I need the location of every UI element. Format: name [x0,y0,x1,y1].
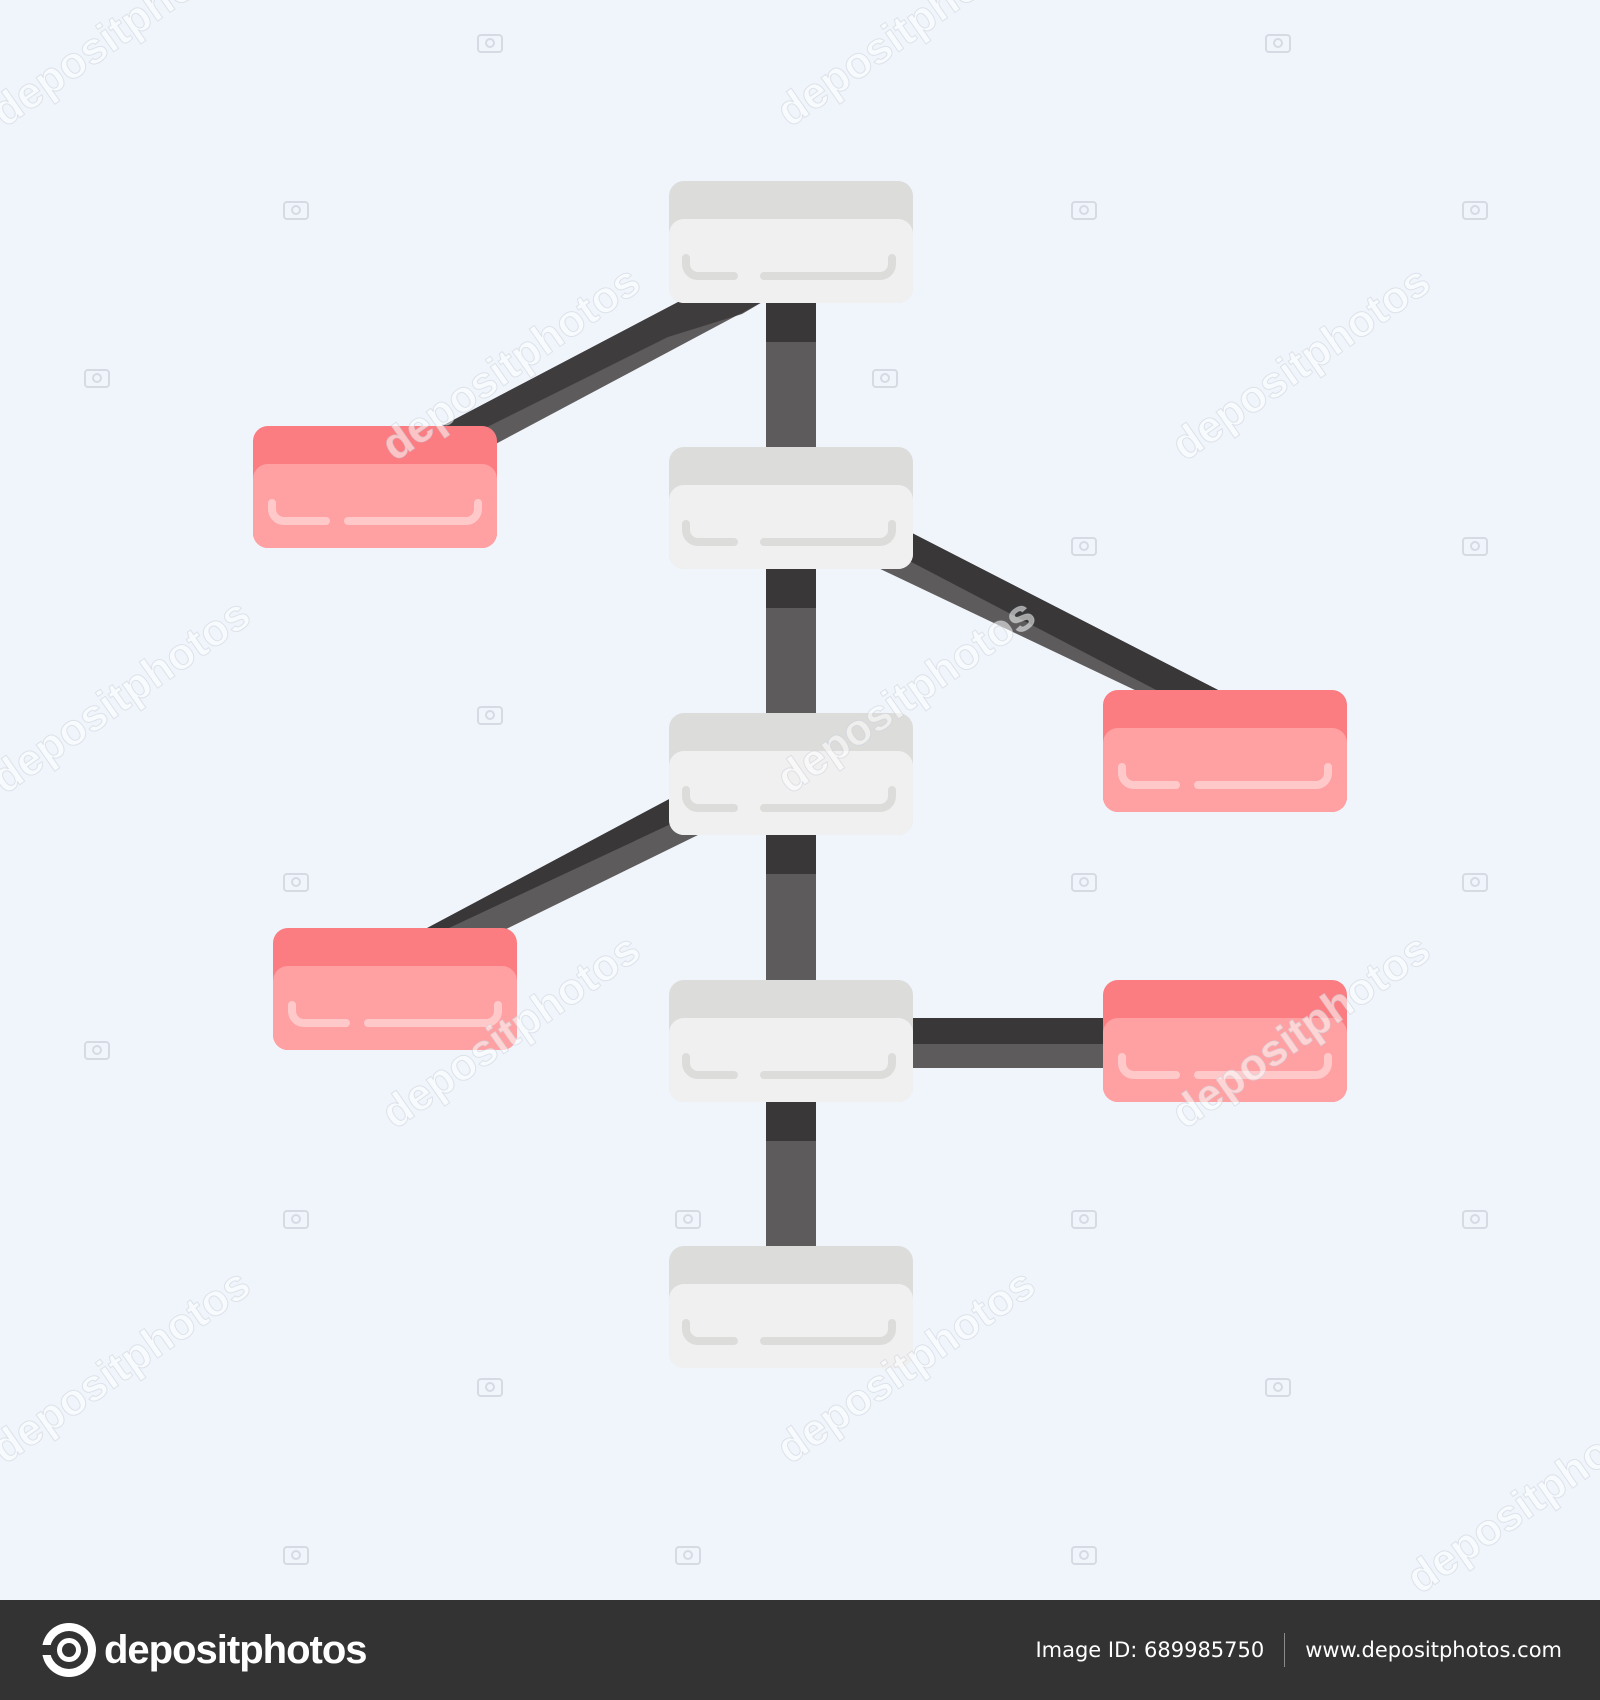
main-node [669,181,913,303]
footer-bar: depositphotos Image ID: 689985750 www.de… [0,1600,1600,1700]
flowchart-diagram: depositphotos depositphotos depositphoto… [0,0,1600,1600]
main-node [669,1246,913,1368]
watermark-text: depositphotos [1163,256,1439,470]
depositphotos-logo[interactable]: depositphotos [40,1620,368,1680]
watermark-text: depositphotos [0,589,259,803]
branch-node [1103,980,1347,1102]
main-node [669,447,913,569]
camera-logo-icon [42,1623,96,1677]
branch-connector-2 [872,532,1222,702]
branch-node [273,928,517,1050]
branch-node [1103,690,1347,812]
watermark-text: depositphotos [0,0,259,136]
watermark-text: depositphotos [0,1259,259,1473]
image-id: Image ID: 689985750 [1035,1638,1265,1662]
site-link[interactable]: www.depositphotos.com [1305,1638,1562,1662]
watermark-text: depositphotos [768,0,1044,136]
spine-connector [766,300,816,1249]
image-meta: Image ID: 689985750 www.depositphotos.co… [1035,1600,1562,1700]
branch-node [253,426,497,548]
watermark-camera-icons [84,34,1488,1565]
branch-connector-4 [910,1018,1108,1068]
branch-connector-3 [414,796,700,935]
logo-text: depositphotos [104,1627,368,1672]
meta-divider [1284,1633,1286,1667]
watermark-text: depositphotos [1398,1389,1600,1600]
main-node [669,713,913,835]
main-node [669,980,913,1102]
